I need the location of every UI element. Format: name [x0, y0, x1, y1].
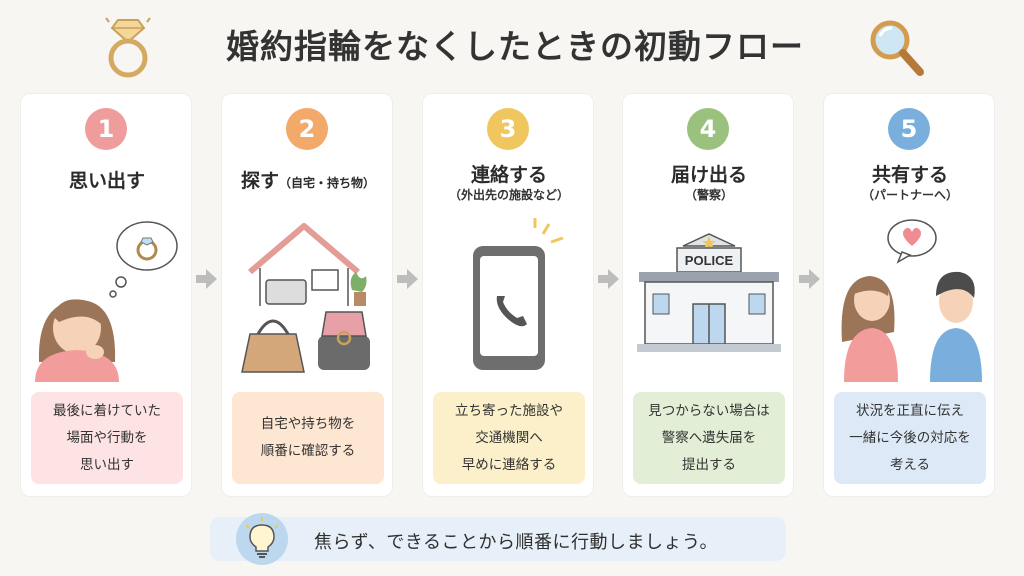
desc-line: 警察へ遺失届を: [661, 429, 757, 446]
desc-line: 状況を正直に伝え: [856, 402, 964, 419]
desc-line: 場面や行動を: [66, 429, 148, 446]
desc-line: 早めに連絡する: [461, 456, 557, 473]
light-bulb-icon: [236, 513, 288, 565]
step-title: 届け出る: [670, 164, 747, 186]
step-subtitle: （外出先の施設など）: [448, 188, 569, 202]
magnifying-glass-icon: [870, 20, 924, 76]
step-subtitle: （パートナーへ）: [861, 188, 958, 202]
step-description: 見つからない場合は 警察へ遺失届を 提出する: [633, 392, 785, 484]
couple-sharing-illustration: [841, 219, 982, 382]
step-title-note: （自宅・持ち物）: [279, 176, 376, 190]
page-title: 婚約指輪をなくしたときの初動フロー: [226, 27, 804, 66]
desc-line: 立ち寄った施設や: [455, 402, 563, 419]
step-title: 連絡する: [470, 164, 547, 186]
step-card-5: 5 共有する （パートナーへ） 状況を正直に伝え 一緒に今後の対応を 考える: [823, 93, 995, 497]
footer-tip-text: 焦らず、できることから順番に行動しましょう。: [314, 532, 718, 553]
step-number-badge: 1: [85, 108, 127, 150]
police-station-illustration: POLICE: [637, 233, 781, 352]
chevron-right-arrow-icon: [598, 269, 619, 289]
diamond-ring-icon: [105, 17, 151, 78]
step-title-text: 思い出す: [68, 170, 145, 192]
desc-line: 順番に確認する: [260, 443, 356, 459]
woman-thinking-illustration: [35, 221, 178, 382]
desc-line: 交通機関へ: [475, 429, 543, 446]
desc-line: 見つからない場合は: [648, 402, 770, 419]
step-card-1: 1 思い出す 最後に着けていた 場面や行動を 思い出す: [20, 93, 192, 497]
step-number-badge: 3: [487, 108, 529, 150]
step-card-2: 2 探す（自宅・持ち物） 自宅や持ち物を 順番に確認する: [221, 93, 393, 497]
step-description: 立ち寄った施設や 交通機関へ 早めに連絡する: [433, 392, 585, 484]
police-sign-text: POLICE: [685, 253, 734, 268]
desc-line: 一緒に今後の対応を: [849, 429, 971, 446]
step-description: 自宅や持ち物を 順番に確認する: [232, 392, 384, 484]
desc-line: 思い出す: [80, 456, 134, 473]
desc-line: 最後に着けていた: [53, 402, 161, 419]
step-title: 共有する: [871, 164, 948, 186]
step-card-4: 4 届け出る （警察） POLICE 見つからない場合は 警察へ遺失届を 提出す…: [622, 93, 794, 497]
chevron-right-arrow-icon: [799, 269, 820, 289]
title-row: 婚約指輪をなくしたときの初動フロー: [0, 12, 1024, 78]
desc-line: 自宅や持ち物を: [260, 416, 356, 432]
step-title-text: 探す: [240, 170, 279, 192]
desc-line: 提出する: [682, 456, 736, 473]
step-number-badge: 5: [888, 108, 930, 150]
step-title: 思い出す: [21, 166, 193, 193]
footer-tip-banner: 焦らず、できることから順番に行動しましょう。: [210, 513, 786, 565]
smartphone-call-illustration: [473, 218, 564, 370]
desc-line: 考える: [889, 456, 931, 473]
step-number-badge: 2: [286, 108, 328, 150]
step-description: 状況を正直に伝え 一緒に今後の対応を 考える: [834, 392, 986, 484]
chevron-right-arrow-icon: [196, 269, 217, 289]
step-subtitle: （警察）: [684, 188, 733, 202]
house-bag-ring-box-illustration: [241, 223, 370, 373]
step-description: 最後に着けていた 場面や行動を 思い出す: [31, 392, 183, 484]
step-number-badge: 4: [687, 108, 729, 150]
step-card-3: 3 連絡する （外出先の施設など） 立ち寄った施設や 交通機関へ 早めに連絡する: [422, 93, 594, 497]
step-title: 探す（自宅・持ち物）: [222, 166, 394, 193]
chevron-right-arrow-icon: [397, 269, 418, 289]
